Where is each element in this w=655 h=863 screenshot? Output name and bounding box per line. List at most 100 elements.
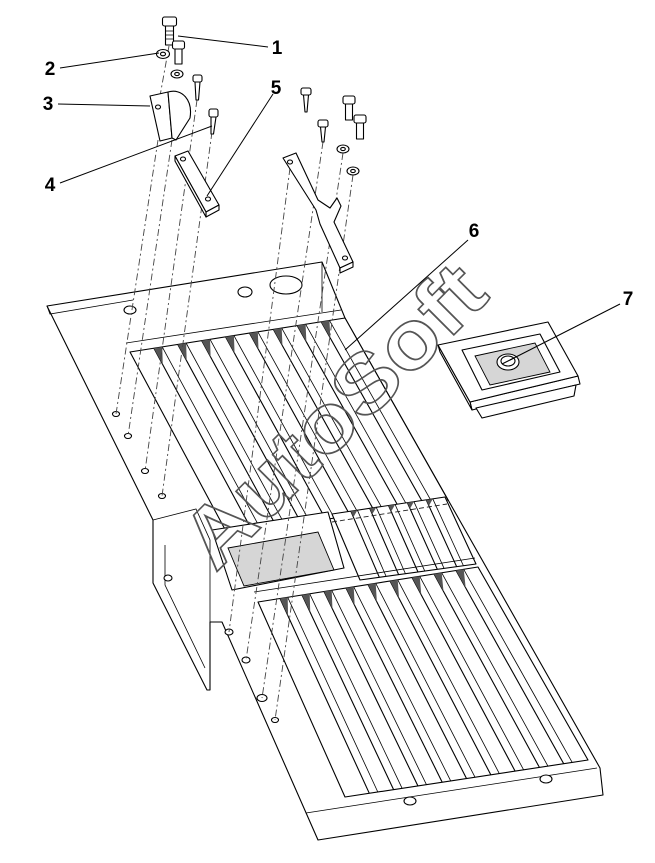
grille-slat-edge bbox=[209, 339, 311, 523]
slat-shadow bbox=[177, 343, 187, 361]
panel-large-hole bbox=[269, 275, 303, 295]
grille-slat-edge bbox=[375, 583, 476, 778]
middle-cutout-recess bbox=[227, 531, 335, 587]
grille-slat bbox=[389, 580, 492, 776]
washer-icon bbox=[170, 69, 184, 79]
grille-slat bbox=[320, 321, 425, 505]
slat-shadow bbox=[297, 324, 307, 342]
lower-grille-slats bbox=[279, 569, 573, 794]
leader-line-1 bbox=[177, 35, 269, 48]
leader-line-7 bbox=[509, 303, 621, 361]
angle-bracket-icon bbox=[149, 90, 192, 142]
center-line bbox=[159, 45, 170, 97]
callouts: 1 2 3 4 5 6 7 bbox=[43, 35, 633, 361]
grille-slat bbox=[455, 570, 565, 764]
slat-shadow bbox=[249, 331, 259, 350]
mounting-hole bbox=[163, 574, 173, 582]
callout-label-2: 2 bbox=[45, 59, 56, 80]
grille-slat-edge bbox=[432, 498, 464, 566]
grille-slat-edge bbox=[331, 590, 427, 785]
slat-shadow bbox=[434, 572, 444, 592]
bend-line bbox=[331, 503, 448, 523]
grille-slat bbox=[425, 499, 458, 567]
callout-label-5: 5 bbox=[271, 78, 282, 99]
slat-shadow bbox=[346, 586, 355, 606]
grille-slat-edge bbox=[357, 510, 387, 577]
mounting-hole bbox=[140, 467, 150, 475]
bolt-icon bbox=[161, 16, 178, 46]
grille-slat-edge bbox=[441, 572, 549, 767]
bolt-icon bbox=[342, 95, 356, 121]
panel-top-edge-thickness bbox=[46, 299, 134, 315]
flange-hole bbox=[539, 774, 553, 784]
leader-line-5 bbox=[206, 93, 274, 197]
grille-slat bbox=[433, 573, 540, 768]
grille-slat bbox=[387, 505, 419, 573]
callout-label-6: 6 bbox=[469, 221, 480, 242]
callout-label-1: 1 bbox=[272, 38, 283, 59]
grille-slat-edge bbox=[161, 346, 262, 530]
grille-slat-edge bbox=[375, 507, 406, 574]
grille-slat bbox=[296, 325, 400, 509]
washer-icon bbox=[346, 166, 360, 176]
center-line bbox=[228, 167, 291, 633]
grille-slat-edge bbox=[329, 320, 433, 503]
screw-icon bbox=[317, 119, 329, 143]
leader-line-3 bbox=[57, 103, 151, 107]
callout-label-4: 4 bbox=[45, 175, 56, 196]
slat-shadow bbox=[321, 320, 331, 339]
grille-slat bbox=[177, 344, 278, 528]
grille-slat-edge bbox=[397, 579, 500, 774]
grille-slat-edge bbox=[281, 327, 384, 511]
latch-assembly bbox=[437, 321, 581, 419]
grille-slat-edge bbox=[257, 331, 360, 515]
latch-bottom-lip bbox=[475, 384, 577, 419]
grille-slat bbox=[153, 347, 253, 532]
step-wall-inner bbox=[164, 545, 206, 669]
slat-shadow bbox=[225, 335, 235, 354]
grille-slat-edge bbox=[233, 335, 335, 519]
fasteners-left bbox=[149, 16, 220, 218]
grille-slat-edge bbox=[419, 576, 524, 770]
grille-slat-edge bbox=[287, 597, 379, 793]
grille-slat-edge bbox=[309, 593, 403, 789]
middle-grille-slats bbox=[350, 498, 464, 578]
upper-grille-rail bbox=[125, 309, 342, 344]
slat-shadow bbox=[280, 597, 289, 617]
grille-slat bbox=[248, 332, 351, 516]
slat-shadow bbox=[153, 346, 163, 365]
center-line bbox=[115, 139, 159, 415]
fasteners-right bbox=[282, 87, 367, 274]
slat-shadow bbox=[456, 569, 466, 588]
grille-slat bbox=[369, 508, 400, 575]
slat-shadow bbox=[369, 507, 377, 515]
lower-grille-rail bbox=[253, 557, 476, 593]
grille-slat bbox=[225, 336, 327, 520]
grille-slat-edge bbox=[185, 342, 286, 527]
grille-slat-edge bbox=[463, 569, 573, 763]
grille-slat bbox=[279, 598, 370, 794]
slat-shadow bbox=[407, 501, 414, 509]
grille-slat bbox=[367, 584, 467, 779]
grille-slat bbox=[345, 587, 443, 783]
slat-shadow bbox=[324, 590, 333, 609]
leader-line-2 bbox=[59, 52, 160, 69]
flat-strap-icon bbox=[174, 150, 220, 218]
center-line bbox=[127, 139, 173, 437]
slat-shadow bbox=[388, 504, 396, 512]
slat-shadow bbox=[350, 510, 358, 518]
bolt-icon bbox=[171, 40, 186, 65]
slat-shadow bbox=[390, 579, 400, 599]
slat-shadow bbox=[201, 339, 211, 358]
slat-shadow bbox=[273, 328, 283, 346]
grille-slat-edge bbox=[353, 586, 452, 782]
long-bracket-icon bbox=[282, 152, 354, 274]
slat-shadow bbox=[368, 583, 377, 602]
step-wall-top bbox=[152, 508, 211, 622]
screw-icon bbox=[192, 74, 203, 101]
grille-slat bbox=[406, 502, 438, 570]
screw-icon bbox=[300, 87, 312, 113]
washer-icon bbox=[155, 48, 171, 60]
leader-line-6 bbox=[344, 239, 469, 351]
